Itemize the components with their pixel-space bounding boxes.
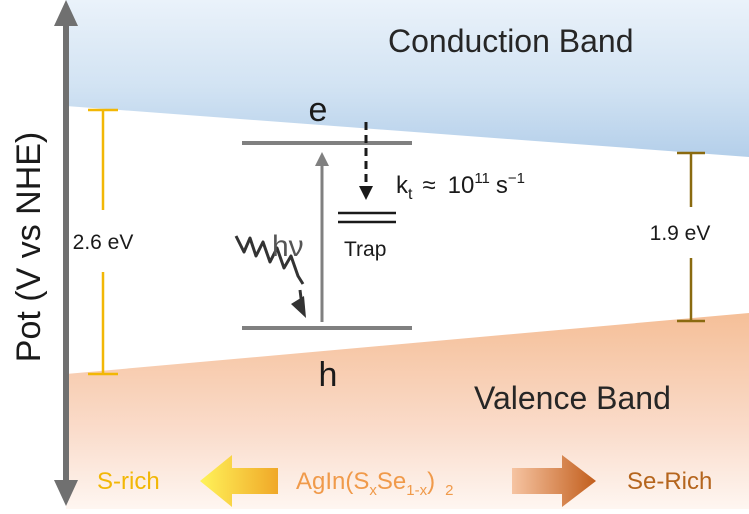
se-rich-label: Se-Rich [627,468,712,495]
hole-label: h [319,356,338,394]
s-rich-label: S-rich [97,468,160,495]
electron-label: e [309,91,328,129]
conduction-band-region [66,0,749,157]
excitation-arrowhead [315,152,329,166]
se-rich-gap-value: 1.9 eV [650,222,711,245]
potential-axis-label: Pot (V vs NHE) [10,132,48,362]
potential-axis-top-arrowhead [54,0,78,26]
s-rich-gap-bracket [88,108,118,376]
photon-arrowhead [291,296,306,318]
s-rich-direction-arrow [200,455,278,507]
photon-label: hν [272,230,304,263]
photon-wavy-arrow [234,235,305,285]
trap-label: Trap [344,238,386,261]
photon-arrow-stem [298,289,304,307]
conduction-band-label: Conduction Band [388,23,634,59]
se-rich-direction-arrow [512,455,596,507]
s-rich-gap-value: 2.6 eV [73,231,134,254]
valence-band-region [66,313,749,509]
se-rich-gap-bracket [677,151,705,323]
potential-axis-bottom-arrowhead [54,480,78,506]
valence-band-label: Valence Band [474,380,671,416]
composition-formula: AgIn(SxSe1-x)2 [296,468,453,499]
trapping-arrowhead [359,186,373,200]
